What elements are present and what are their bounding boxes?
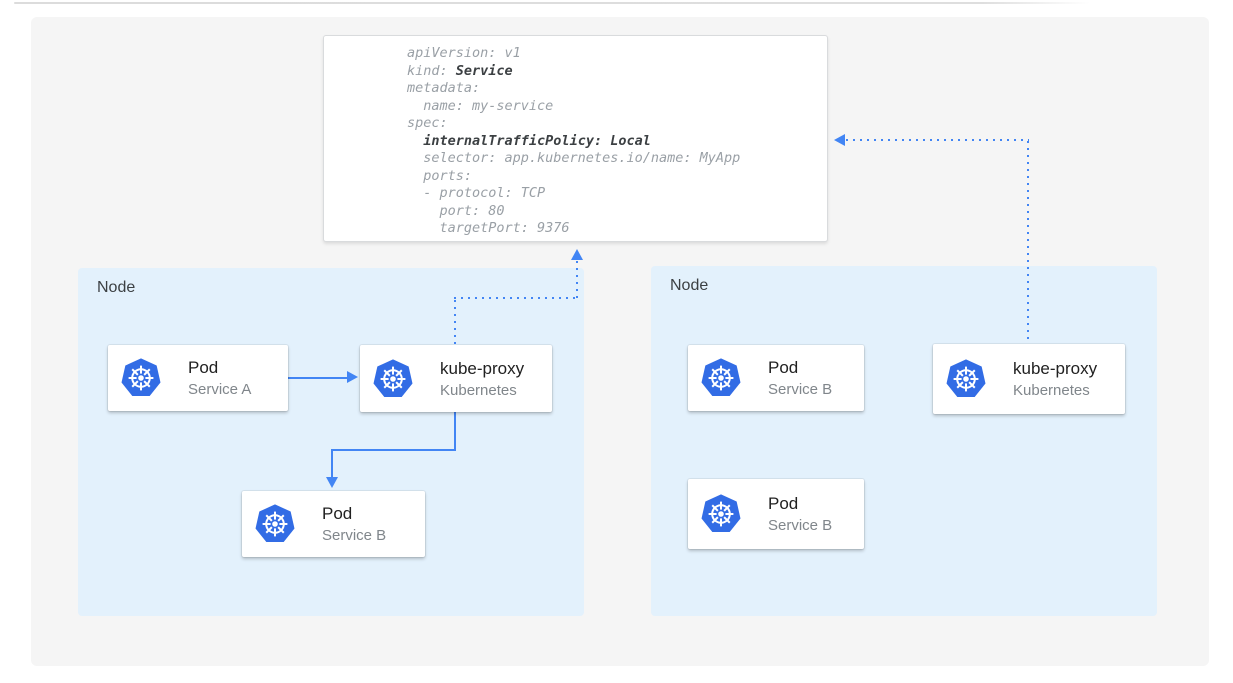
kubernetes-icon [946, 359, 986, 398]
kubernetes-icon [701, 358, 741, 397]
card-title: kube-proxy [1013, 359, 1098, 378]
dotted-line-right-kube-proxy-to-service [1027, 141, 1029, 344]
code-line: selector: app.kubernetes.io/name: MyApp [407, 150, 741, 166]
card-subtitle: Kubernetes [1013, 382, 1090, 399]
code-line: spec: [407, 115, 448, 131]
card-title: Pod [322, 504, 353, 523]
code-line: internalTrafficPolicy: Local [423, 132, 651, 149]
code-line: name: my-service [407, 97, 554, 114]
card-pod-service-b-left: Pod Service B [242, 491, 425, 557]
dotted-line-right-kube-proxy-to-service [846, 139, 1029, 141]
card-pod-service-b-right-top: Pod Service B [688, 345, 864, 411]
code-line: apiVersion: v1 [407, 45, 521, 61]
top-divider [14, 2, 1090, 4]
code-line: metadata: [407, 80, 481, 96]
arrow-kube-proxy-to-pod-b-segment [331, 451, 333, 478]
card-kube-proxy-left: kube-proxy Kubernetes [360, 345, 552, 412]
arrowhead-down-icon [326, 477, 338, 488]
arrowhead-up-icon [571, 249, 583, 260]
card-subtitle: Kubernetes [440, 381, 517, 399]
card-title: Pod [768, 494, 799, 513]
code-line: - protocol: TCP [407, 185, 546, 201]
card-title: Pod [188, 358, 219, 377]
kubernetes-icon [121, 358, 161, 397]
kubernetes-icon [373, 358, 413, 397]
card-title: Pod [768, 358, 799, 377]
node-box-left: Node [78, 268, 584, 616]
card-kube-proxy-right: kube-proxy Kubernetes [933, 344, 1125, 414]
code-line: kind: Service [407, 62, 513, 79]
dotted-line-left-kube-proxy-to-service [454, 297, 578, 299]
card-pod-service-a: Pod Service A [108, 345, 288, 411]
dotted-line-left-kube-proxy-to-service [454, 300, 456, 345]
arrow-kube-proxy-to-pod-b-segment [331, 449, 456, 451]
code-line: ports: [407, 167, 473, 184]
node-label: Node [97, 279, 136, 296]
node-box-right: Node [651, 266, 1157, 616]
arrow-pod-a-to-kube-proxy [288, 377, 348, 379]
card-subtitle: Service A [188, 381, 252, 398]
card-subtitle: Service B [322, 527, 387, 544]
card-pod-service-b-right-bottom: Pod Service B [688, 479, 864, 549]
code-line: port: 80 [407, 202, 505, 219]
card-title: kube-proxy [440, 358, 525, 378]
card-subtitle: Service B [768, 381, 833, 398]
arrowhead-left-icon [834, 134, 845, 146]
arrow-kube-proxy-to-pod-b-segment [454, 411, 456, 451]
card-subtitle: Service B [768, 517, 833, 534]
kubernetes-icon [701, 494, 741, 533]
code-line: targetPort: 9376 [407, 220, 570, 236]
node-label: Node [670, 277, 709, 294]
arrowhead-right-icon [347, 371, 358, 383]
dotted-line-left-kube-proxy-to-service [576, 261, 578, 299]
kubernetes-icon [255, 504, 295, 543]
